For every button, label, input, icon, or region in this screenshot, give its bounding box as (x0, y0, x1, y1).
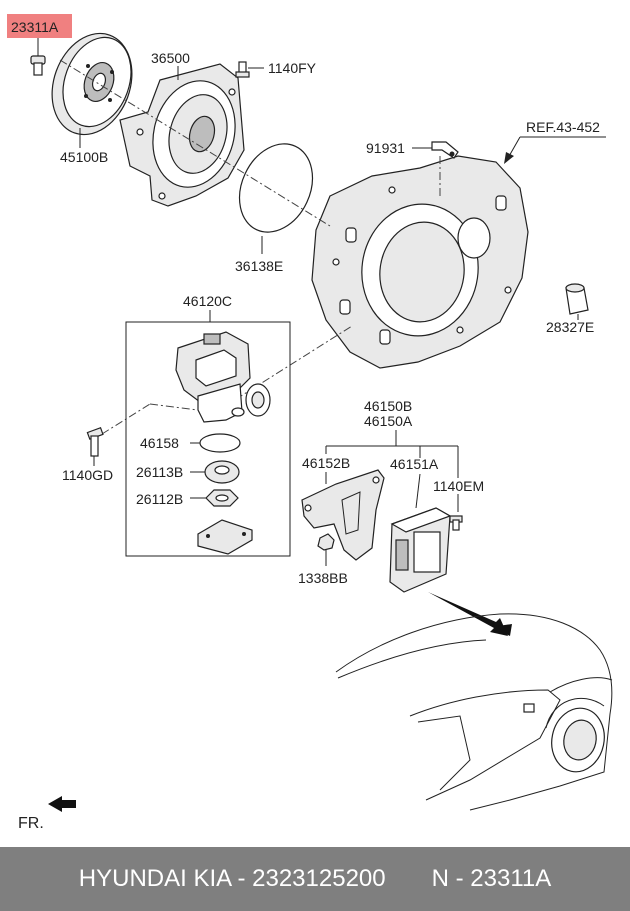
footer-part-number: HYUNDAI KIA - 2323125200 (78, 865, 386, 892)
label-28327e[interactable]: 28327E (546, 319, 594, 335)
bolt-1140fy (235, 61, 264, 78)
label-36500[interactable]: 36500 (151, 50, 190, 66)
centerline-1 (59, 59, 331, 227)
centerline-2 (221, 325, 353, 409)
pump-cover (197, 519, 253, 555)
bracket-91931 (412, 141, 459, 196)
o-ring-46158 (199, 433, 241, 453)
label-46150b[interactable]: 46150B (364, 398, 412, 414)
front-arrow-icon (48, 796, 76, 812)
label-45100b[interactable]: 45100B (60, 149, 108, 165)
label-46151a[interactable]: 46151A (390, 456, 439, 472)
tcm-46151a (389, 507, 452, 593)
parts-diagram: 23311A 36500 1140FY 45100B 91931 REF.43-… (7, 14, 613, 832)
label-46120c[interactable]: 46120C (183, 293, 232, 309)
car-outline (335, 613, 613, 811)
ref-leader (504, 136, 606, 164)
transmission-case (311, 155, 529, 369)
label-46158[interactable]: 46158 (140, 435, 179, 451)
label-fr: FR. (18, 815, 44, 832)
nut-1338bb (317, 533, 335, 566)
oil-pump-46120c (175, 331, 271, 423)
bolt-1140gd (86, 427, 104, 466)
label-ref-43-452[interactable]: REF.43-452 (526, 119, 600, 135)
dowel-28327e (565, 283, 589, 320)
label-46150a[interactable]: 46150A (364, 413, 413, 429)
bolt-1140em (449, 515, 463, 531)
highlight-box (7, 14, 72, 38)
motor-36500 (119, 63, 245, 207)
gasket-36138e (238, 143, 314, 254)
label-26113b[interactable]: 26113B (136, 464, 183, 480)
label-1140em[interactable]: 1140EM (433, 478, 484, 494)
location-arrow (428, 592, 508, 636)
footer-bar: HYUNDAI KIA - 2323125200 N - 23311A (0, 847, 630, 911)
label-1140fy[interactable]: 1140FY (268, 60, 317, 76)
rotor-26113b (190, 460, 240, 484)
rotor-26112b (190, 489, 239, 507)
bracket-46152b (301, 469, 385, 561)
label-26112b[interactable]: 26112B (136, 491, 183, 507)
label-46152b[interactable]: 46152B (302, 455, 350, 471)
label-91931[interactable]: 91931 (366, 140, 405, 156)
label-23311a[interactable]: 23311A (11, 19, 59, 35)
label-1140gd[interactable]: 1140GD (62, 467, 113, 483)
label-36138e[interactable]: 36138E (235, 258, 283, 274)
footer-code: N - 23311A (431, 865, 552, 892)
tcm-group-leaders (325, 430, 459, 512)
bolt-23311a (30, 38, 46, 76)
pump-group-box (125, 321, 291, 557)
label-1338bb[interactable]: 1338BB (298, 570, 348, 586)
flywheel-45100b (51, 32, 133, 148)
